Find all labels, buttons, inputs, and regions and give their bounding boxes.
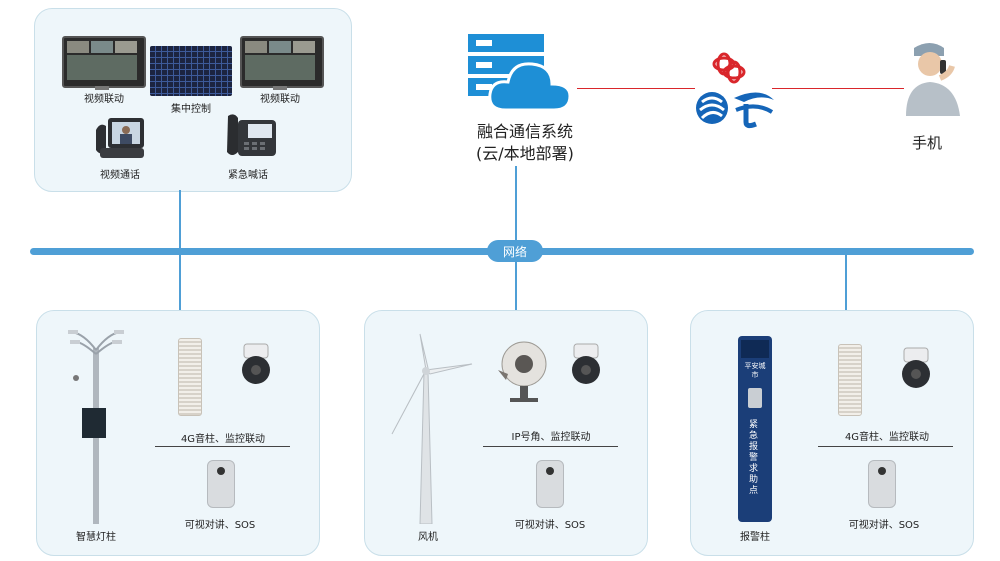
video-monitor-right	[240, 36, 324, 88]
pillar-sign-top: 平安城市	[742, 362, 768, 380]
central-control-label: 集中控制	[150, 100, 232, 115]
connector-left-panel	[179, 252, 181, 310]
system-title: 融合通信系统	[450, 118, 600, 142]
left-row-divider	[155, 446, 290, 447]
left-row2-label: 可视对讲、SOS	[160, 516, 280, 531]
dome-camera-middle	[570, 342, 602, 386]
system-subtitle: (云/本地部署)	[450, 140, 600, 164]
carrier-logos-icon	[690, 50, 780, 130]
smart-pole-label: 智慧灯柱	[56, 528, 136, 543]
connector-right-panel	[845, 252, 847, 310]
emergency-call-label: 紧急喊话	[206, 166, 290, 181]
desk-phone-icon	[224, 112, 280, 160]
carrier-link-left	[577, 88, 695, 89]
server-cloud-icon	[466, 32, 576, 112]
dome-camera-left	[240, 342, 272, 386]
central-control-matrix	[150, 46, 232, 96]
alarm-pillar-label: 报警柱	[724, 528, 786, 543]
dome-camera-right	[900, 346, 932, 390]
smart-pole-icon	[66, 328, 126, 524]
horn-speaker-icon	[494, 340, 554, 406]
mobile-label: 手机	[900, 132, 954, 153]
speaker-column-right	[838, 344, 862, 416]
right-row2-label: 可视对讲、SOS	[824, 516, 944, 531]
connector-top-panel	[179, 190, 181, 252]
video-phone-icon	[94, 116, 146, 160]
alarm-pillar-icon: 平安城市 紧急报警求助点	[738, 336, 772, 522]
video-call-label: 视频通话	[78, 166, 162, 181]
network-label: 网络	[487, 243, 543, 260]
middle-row-divider	[483, 446, 618, 447]
middle-row2-label: 可视对讲、SOS	[490, 516, 610, 531]
left-row1-label: 4G音柱、监控联动	[158, 430, 288, 445]
intercom-right	[868, 460, 896, 508]
pillar-sign-vertical: 紧急报警求助点	[749, 420, 761, 497]
right-row1-label: 4G音柱、监控联动	[822, 428, 952, 443]
video-link-left-label: 视频联动	[62, 90, 146, 105]
video-monitor-left	[62, 36, 146, 88]
middle-row1-label: IP号角、监控联动	[486, 428, 616, 443]
speaker-column-left	[178, 338, 202, 416]
carrier-link-right	[772, 88, 904, 89]
intercom-left	[207, 460, 235, 508]
wind-turbine-label: 风机	[398, 528, 458, 543]
intercom-middle	[536, 460, 564, 508]
wind-turbine-icon	[384, 330, 474, 524]
phone-user-icon	[900, 38, 970, 118]
right-row-divider	[818, 446, 953, 447]
video-link-right-label: 视频联动	[238, 90, 322, 105]
